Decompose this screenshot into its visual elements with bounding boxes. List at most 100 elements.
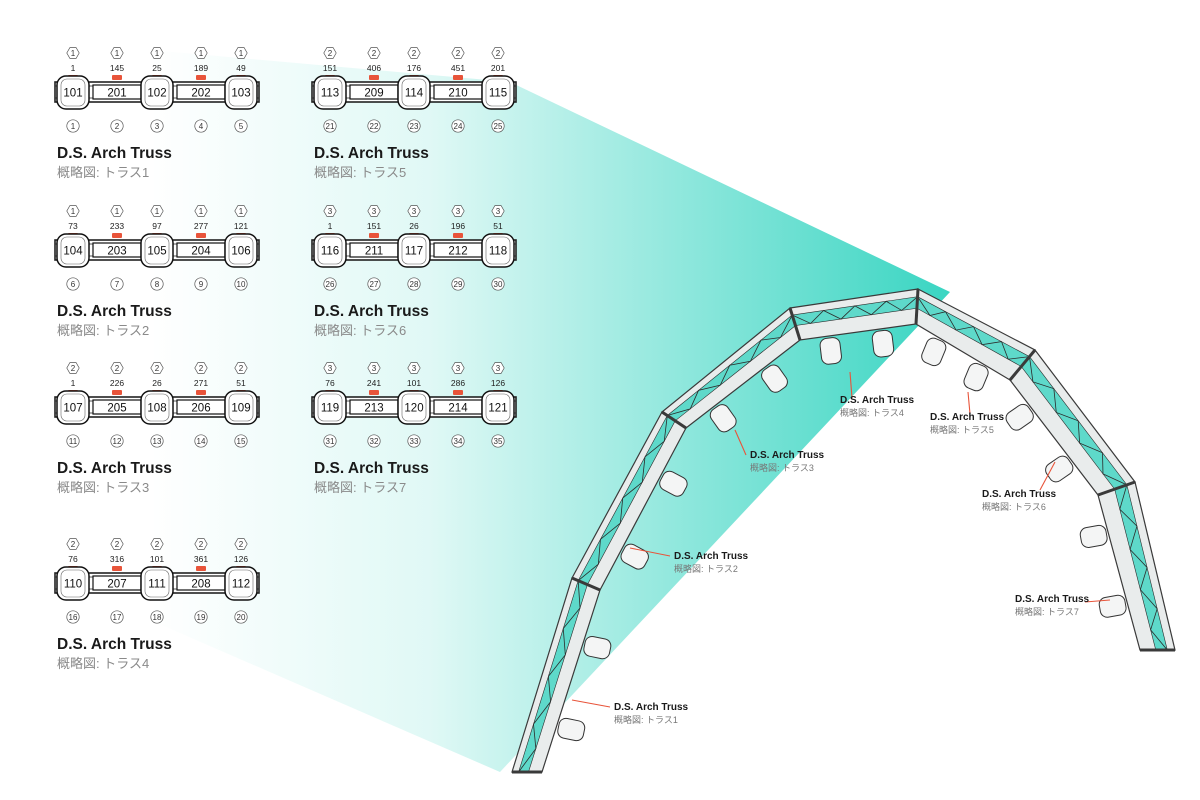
universe-hex-icon [323,205,337,217]
fixture-id: 103 [231,88,250,100]
fixture-body [140,75,174,110]
universe-number: 1 [155,207,160,216]
address-number: 101 [150,554,164,564]
fixture-id: 106 [231,246,250,258]
fixture-inner [144,78,170,107]
fixture-inner [228,393,254,422]
arch-label-title: D.S. Arch Truss [614,702,689,713]
universe-number: 3 [372,364,377,373]
red-marker [112,566,122,571]
diagram-subtitle: 概略図: トラス2 [57,323,149,338]
universe-number: 3 [456,364,461,373]
red-marker [369,390,379,395]
fixture-inner [317,236,343,265]
universe-hex-icon [234,538,248,550]
arch-label-subtitle: 概略図: トラス1 [614,714,678,725]
universe-number: 2 [328,49,333,58]
arch-truss-segment [789,288,919,365]
channel-number: 24 [454,122,463,131]
universe-number: 2 [71,364,76,373]
arch-fixture [557,717,586,742]
universe-hex-icon [367,205,381,217]
fixture-inner [228,78,254,107]
truss-joint [1008,349,1037,381]
address-number: 51 [493,221,503,231]
arch-truss-segment [1005,349,1136,496]
fixture-id: 206 [191,403,210,415]
fixture-id: 107 [63,403,82,415]
channel-circle-icon [150,610,164,624]
address-number: 49 [236,63,246,73]
fixture-body [313,390,347,425]
universe-number: 2 [496,49,501,58]
fixture-id: 108 [147,403,166,415]
channel-number: 10 [237,280,246,289]
channel-circle-icon [491,434,505,448]
fixture-id: 102 [147,88,166,100]
channel-number: 1 [71,122,76,131]
channel-circle-icon [451,277,465,291]
arch-label-title: D.S. Arch Truss [1015,594,1090,605]
fixture-inner [228,569,254,598]
fixture-body [313,233,347,268]
arch-fixture [583,635,612,660]
channel-number: 15 [237,437,246,446]
arch-truss-segment [1079,481,1176,651]
red-marker [196,75,206,80]
universe-number: 3 [412,207,417,216]
universe-hex-icon [451,205,465,217]
universe-hex-icon [367,47,381,59]
red-marker [196,233,206,238]
channel-circle-icon [451,434,465,448]
universe-number: 1 [239,49,244,58]
address-number: 316 [110,554,124,564]
red-marker [112,75,122,80]
channel-number: 28 [410,280,419,289]
arch-label-subtitle: 概略図: トラス7 [1015,606,1079,617]
universe-hex-icon [150,538,164,550]
universe-hex-icon [407,47,421,59]
arch-fixture [1079,524,1108,548]
red-marker [453,390,463,395]
universe-hex-icon [491,47,505,59]
truss-joint [914,288,920,325]
arch-fixture [1045,455,1074,483]
universe-hex-icon [323,47,337,59]
fixture-id: 208 [191,579,210,591]
fixture-id: 116 [321,246,339,258]
channel-circle-icon [367,434,381,448]
channel-number: 27 [370,280,379,289]
channel-number: 16 [69,613,78,622]
diagram-title: D.S. Arch Truss [314,145,429,162]
channel-number: 12 [113,437,122,446]
universe-number: 3 [456,207,461,216]
universe-hex-icon [194,362,208,374]
channel-circle-icon [150,434,164,448]
fixture-inner [60,236,86,265]
address-number: 1 [71,63,76,73]
universe-number: 2 [115,540,120,549]
label-leader-line [571,699,611,708]
arch-label-subtitle: 概略図: トラス5 [930,424,994,435]
channel-number: 13 [153,437,162,446]
channel-number: 3 [155,122,160,131]
fixture-body [140,566,174,601]
address-number: 97 [152,221,162,231]
channel-number: 31 [326,437,335,446]
arch-fixture [709,404,737,433]
address-number: 26 [152,378,162,388]
arch-fixture [761,364,788,393]
channel-number: 21 [326,122,335,131]
address-number: 151 [367,221,381,231]
arch-fixture [921,337,947,367]
channel-circle-icon [491,277,505,291]
arch-label-title: D.S. Arch Truss [674,551,749,562]
fixture-body [56,566,90,601]
address-number: 406 [367,63,381,73]
channel-circle-icon [234,610,248,624]
arch-label-title: D.S. Arch Truss [840,395,915,406]
channel-number: 30 [494,280,503,289]
